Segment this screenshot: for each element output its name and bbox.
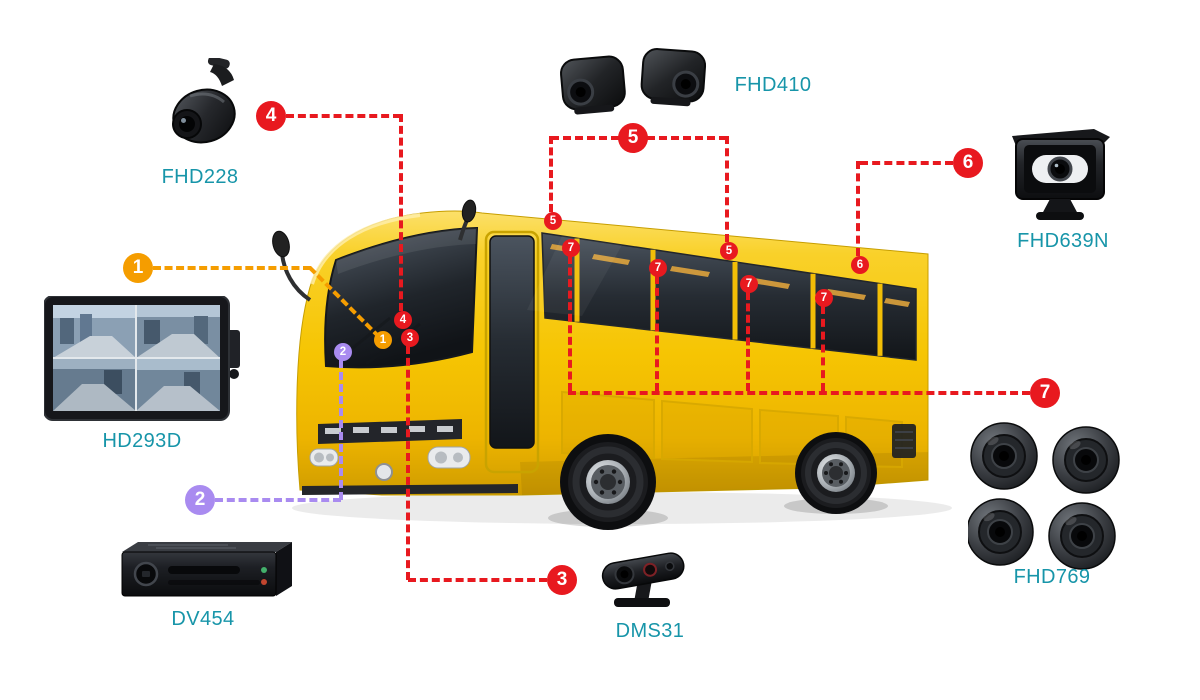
badge-1: 1 bbox=[123, 253, 153, 283]
bus-badge-3: 3 bbox=[401, 329, 419, 347]
bus-badge-5-mid: 5 bbox=[720, 242, 738, 260]
front-wheel bbox=[560, 434, 656, 530]
bus-badge-7-3: 7 bbox=[740, 275, 758, 293]
fhd228-camera-image bbox=[172, 58, 236, 144]
bus-badge-1: 1 bbox=[374, 331, 392, 349]
headlights bbox=[309, 446, 471, 469]
quad-view-screen bbox=[53, 305, 220, 411]
badge-3: 3 bbox=[547, 565, 577, 595]
entry-door bbox=[484, 230, 540, 474]
dms31-camera-image bbox=[601, 552, 685, 607]
badge-6: 6 bbox=[953, 148, 983, 178]
badge-5: 5 bbox=[618, 123, 648, 153]
badge-2: 2 bbox=[185, 485, 215, 515]
fhd639n-label: FHD639N bbox=[1017, 230, 1109, 252]
bus-illustration bbox=[272, 199, 952, 530]
fhd769-label: FHD769 bbox=[1013, 566, 1091, 588]
bus-badge-4: 4 bbox=[394, 311, 412, 329]
bus-badge-7-1: 7 bbox=[562, 239, 580, 257]
bus-badge-5-front: 5 bbox=[544, 212, 562, 230]
connector-6-horizontal bbox=[860, 161, 953, 165]
fhd639n-camera-image bbox=[1012, 129, 1110, 220]
left-mirror bbox=[272, 230, 312, 302]
hd293d-monitor-image bbox=[44, 296, 240, 421]
connector-4-horizontal bbox=[286, 114, 401, 118]
bus-badge-6: 6 bbox=[851, 256, 869, 274]
front-emblem bbox=[375, 463, 393, 481]
connector-3-horizontal bbox=[408, 578, 547, 582]
dms31-label: DMS31 bbox=[615, 620, 685, 642]
hd293d-label: HD293D bbox=[102, 430, 182, 452]
badge-7: 7 bbox=[1030, 378, 1060, 408]
right-mirror bbox=[458, 199, 477, 241]
bus-badge-2: 2 bbox=[334, 343, 352, 361]
rear-wheel bbox=[795, 432, 877, 514]
dv454-label: DV454 bbox=[171, 608, 235, 630]
fhd410-label: FHD410 bbox=[734, 74, 812, 96]
bus-badge-7-4: 7 bbox=[815, 289, 833, 307]
fhd410-cameras-image bbox=[560, 48, 707, 115]
badge-4: 4 bbox=[256, 101, 286, 131]
fhd228-label: FHD228 bbox=[161, 166, 239, 188]
fhd769-dome-cameras-image bbox=[968, 422, 1120, 570]
dv454-dvr-image bbox=[121, 542, 292, 597]
bus-badge-7-2: 7 bbox=[649, 259, 667, 277]
